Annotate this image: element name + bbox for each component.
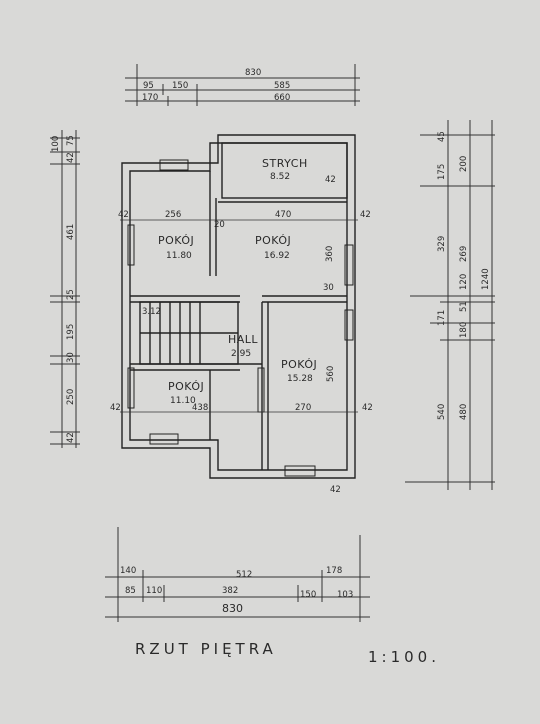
bottom-dim-140: 140: [120, 566, 136, 576]
dim-270: 270: [295, 403, 311, 413]
pokoj-bottom-right-area: 15.28: [287, 374, 313, 384]
top-dim-overall: 830: [245, 68, 261, 78]
left-dim-195: 195: [66, 324, 76, 340]
dim-stairs-area: 3.12: [142, 307, 161, 317]
hall-area: 2.95: [231, 349, 251, 359]
left-dimension-chain: [50, 130, 80, 448]
left-dim-30: 30: [66, 352, 76, 363]
bottom-dim-overall: 830: [222, 602, 243, 615]
dim-30: 30: [323, 283, 334, 293]
pokoj-top-center-label: POKÓJ: [255, 234, 291, 247]
top-dim-150: 150: [172, 81, 188, 91]
left-dim-100: 100: [51, 136, 61, 152]
strych-area: 8.52: [270, 172, 290, 182]
right-dimension-chain: [405, 120, 495, 490]
left-dim-42: 42: [66, 152, 76, 163]
dim-42-right-bottom: 42: [362, 403, 373, 413]
pokoj-top-left-area: 11.80: [166, 251, 192, 261]
dim-42-left-bottom: 42: [110, 403, 121, 413]
top-dim-660: 660: [274, 93, 290, 103]
windows: [127, 159, 354, 477]
right-dim-480: 480: [459, 404, 469, 420]
dim-438: 438: [192, 403, 208, 413]
strych-label: STRYCH: [262, 157, 308, 170]
right-dim-540: 540: [437, 404, 447, 420]
right-dim-171: 171: [437, 310, 447, 326]
right-dim-1240: 1240: [481, 268, 491, 290]
right-dim-51: 51: [459, 301, 469, 312]
top-dim-170: 170: [142, 93, 158, 103]
pokoj-bottom-left-label: POKÓJ: [168, 380, 204, 393]
right-dim-180: 180: [459, 322, 469, 338]
pokoj-top-left-label: POKÓJ: [158, 234, 194, 247]
dim-42-bottom: 42: [330, 485, 341, 495]
left-dim-42-bottom: 42: [66, 432, 76, 443]
right-dim-329: 329: [437, 236, 447, 252]
bottom-dim-178: 178: [326, 566, 342, 576]
bottom-dim-150: 150: [300, 590, 316, 600]
bottom-dim-512: 512: [236, 570, 252, 580]
dim-20: 20: [214, 220, 225, 230]
building-walls: [121, 134, 356, 479]
right-dim-200: 200: [459, 156, 469, 172]
top-dimension-chain: [125, 64, 360, 106]
pokoj-top-center-area: 16.92: [264, 251, 290, 261]
left-dim-461: 461: [66, 224, 76, 240]
left-dim-75: 75: [66, 135, 76, 146]
dim-42-right-top: 42: [360, 210, 371, 220]
dim-470: 470: [275, 210, 291, 220]
bottom-dim-85: 85: [125, 586, 136, 596]
dim-256: 256: [165, 210, 181, 220]
plan-title: RZUT PIĘTRA: [135, 640, 277, 658]
bottom-dim-382: 382: [222, 586, 238, 596]
hall-label: HALL: [228, 333, 258, 346]
left-dim-25: 25: [66, 289, 76, 300]
right-dim-120: 120: [459, 274, 469, 290]
interior-dim-lines: [120, 219, 358, 413]
top-dim-585: 585: [274, 81, 290, 91]
bottom-dim-103: 103: [337, 590, 353, 600]
left-dim-250: 250: [66, 389, 76, 405]
dim-360: 360: [325, 246, 335, 262]
bottom-dim-110: 110: [146, 586, 162, 596]
top-dim-95: 95: [143, 81, 154, 91]
right-dim-175: 175: [437, 164, 447, 180]
pokoj-bottom-left-area: 11.10: [170, 396, 196, 406]
right-dim-45: 45: [437, 131, 447, 142]
dim-560: 560: [326, 366, 336, 382]
plan-scale: 1:100.: [368, 648, 440, 666]
bottom-dimension-chain: [105, 527, 370, 622]
dim-42-left-top: 42: [118, 210, 129, 220]
pokoj-bottom-right-label: POKÓJ: [281, 358, 317, 371]
right-dim-269: 269: [459, 246, 469, 262]
dim-strych-42: 42: [325, 175, 336, 185]
